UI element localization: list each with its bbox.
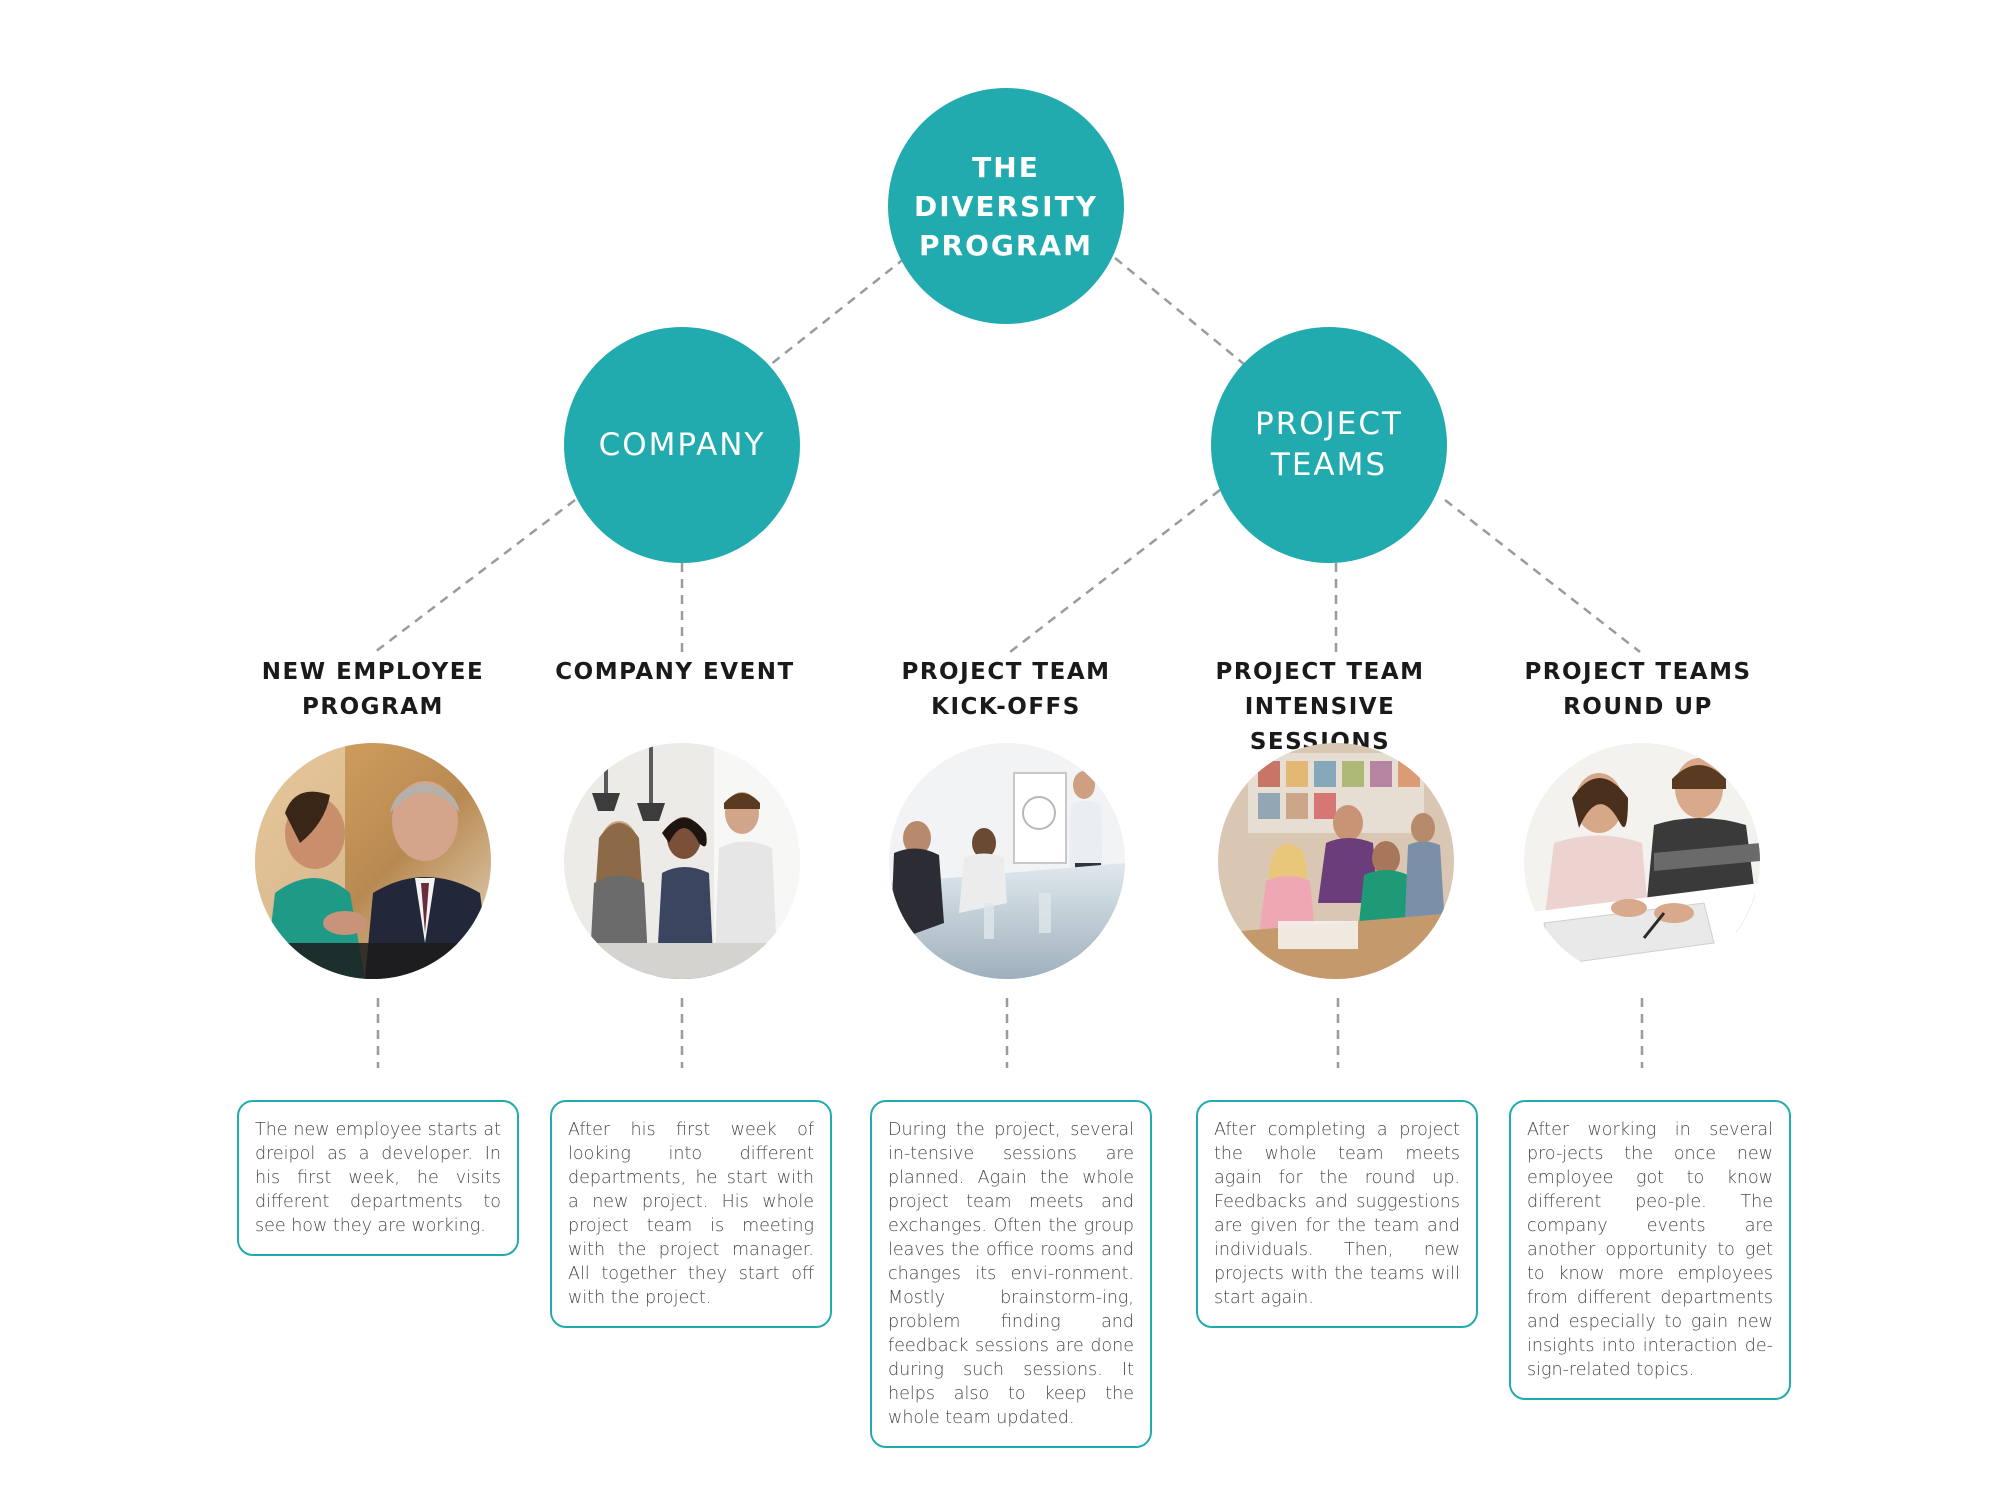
branch-node-company-label: COMPANY	[598, 426, 766, 463]
column-title-new-employee-program: NEW EMPLOYEE PROGRAM	[261, 659, 485, 720]
column-title-project-team-kick-offs: PROJECT TEAM KICK-OFFS	[901, 659, 1111, 720]
description-card-project-teams-round-up: After working in several pro-jects the o…	[1509, 1100, 1791, 1400]
connector-project-roundup	[1444, 499, 1641, 653]
connector-company-new-employee	[374, 499, 576, 653]
photo-company-event-group	[564, 743, 800, 979]
root-node-label: THE DIVERSITY PROGRAM	[914, 150, 1098, 262]
connector-root-company	[769, 257, 906, 366]
photo-new-employee-meeting	[255, 743, 491, 979]
photo-intensive-session-workshop	[1218, 743, 1454, 979]
root-node-diversity-program: THE DIVERSITY PROGRAM	[888, 88, 1124, 324]
description-card-project-team-intensive-sessions: After completing a project the whole tea…	[1196, 1100, 1478, 1328]
branch-node-company: COMPANY	[564, 327, 800, 563]
branch-node-project-teams: PROJECT TEAMS	[1211, 327, 1447, 563]
description-card-company-event: After his first week of looking into dif…	[550, 1100, 832, 1328]
column-title-company-event: COMPANY EVENT	[555, 659, 795, 685]
branch-node-project-teams-label: PROJECT TEAMS	[1255, 406, 1403, 483]
description-card-project-team-kick-offs: During the project, several in-tensive s…	[870, 1100, 1152, 1448]
connector-project-kickoffs	[1009, 489, 1221, 653]
photo-round-up-desk	[1524, 743, 1760, 979]
photo-kickoff-presentation	[889, 743, 1125, 979]
column-title-project-teams-round-up: PROJECT TEAMS ROUND UP	[1524, 659, 1752, 720]
connector-root-project-teams	[1114, 257, 1246, 366]
description-card-new-employee-program: The new employee starts at dreipol as a …	[237, 1100, 519, 1256]
